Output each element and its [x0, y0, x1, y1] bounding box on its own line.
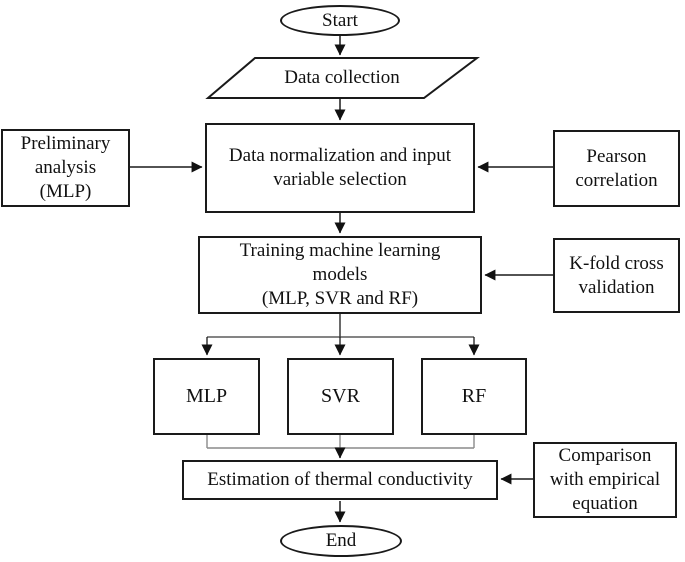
svr-box: SVR: [287, 358, 394, 435]
preliminary-analysis-box: Preliminary analysis (MLP): [1, 129, 130, 207]
start-terminator: Start: [280, 5, 400, 36]
mlp-box: MLP: [153, 358, 260, 435]
data-collection-label: Data collection: [284, 67, 400, 89]
kfold-validation-box: K-fold cross validation: [553, 238, 680, 313]
end-terminator: End: [280, 525, 402, 557]
data-collection-parallelogram-shape: [205, 57, 480, 99]
estimation-box: Estimation of thermal conductivity: [182, 460, 498, 500]
normalization-box: Data normalization and input variable se…: [205, 123, 475, 213]
training-models-box: Training machine learning models (MLP, S…: [198, 236, 482, 314]
pearson-correlation-box: Pearson correlation: [553, 130, 680, 207]
rf-box: RF: [421, 358, 527, 435]
comparison-box: Comparison with empirical equation: [533, 442, 677, 518]
